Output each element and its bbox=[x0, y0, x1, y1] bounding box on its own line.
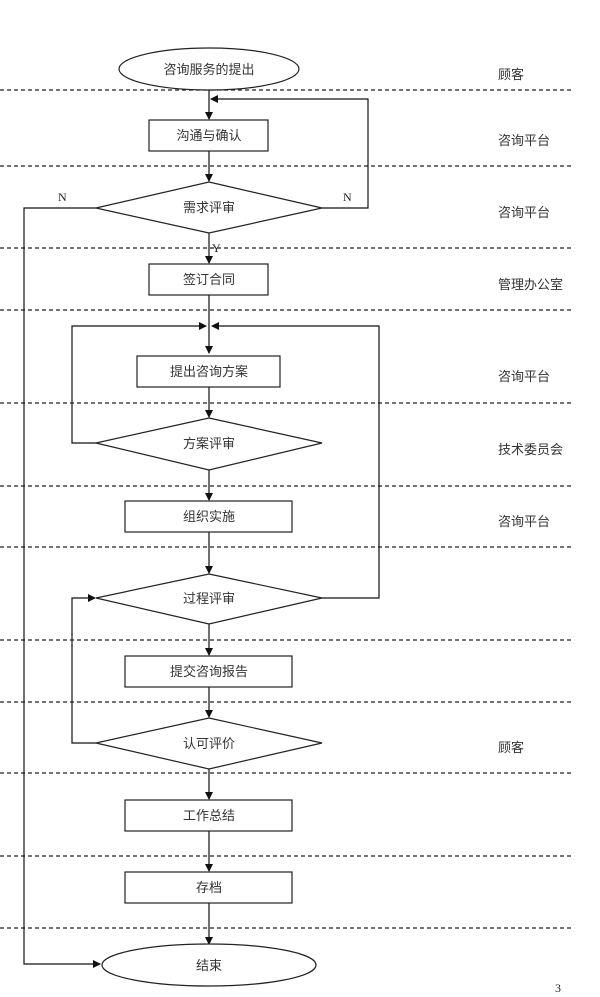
archive-label: 存档 bbox=[196, 881, 222, 896]
propose-node bbox=[136, 355, 281, 388]
edge-plan-review-loop bbox=[71, 322, 207, 444]
edge-req-review-no-loop bbox=[210, 95, 369, 209]
lane-label: 咨询平台 bbox=[498, 134, 550, 149]
lane-label: 咨询平台 bbox=[498, 206, 550, 221]
accept-label: 认可评价 bbox=[183, 737, 235, 752]
lane-separators bbox=[0, 89, 572, 929]
req-review-node bbox=[95, 181, 323, 234]
communicate-node bbox=[148, 119, 269, 152]
plan-review-node bbox=[95, 417, 323, 471]
lane-label: 咨询平台 bbox=[498, 370, 550, 385]
lane-label: 管理办公室 bbox=[498, 277, 563, 293]
archive-node bbox=[124, 871, 293, 904]
propose-label: 提出咨询方案 bbox=[170, 364, 248, 380]
communicate-label: 沟通与确认 bbox=[176, 129, 241, 144]
edge-req-review-no-end bbox=[23, 207, 101, 968]
process-review-label: 过程评审 bbox=[183, 592, 235, 607]
req-review-label: 需求评审 bbox=[183, 201, 235, 216]
end-node bbox=[101, 943, 317, 987]
summary-label: 工作总结 bbox=[183, 809, 235, 824]
edge-accept-loop bbox=[71, 594, 96, 744]
edge-label-no-left: N bbox=[58, 190, 67, 204]
implement-label: 组织实施 bbox=[183, 510, 235, 525]
lane-label: 顾客 bbox=[498, 740, 524, 756]
lane-label: 技术委员会 bbox=[498, 443, 563, 458]
edge-process-review-loop bbox=[211, 322, 380, 599]
process-review-node bbox=[95, 573, 323, 625]
lane-label: 顾客 bbox=[498, 67, 524, 83]
page-number: 3 bbox=[555, 981, 561, 995]
plan-review-label: 方案评审 bbox=[183, 436, 235, 452]
start-node bbox=[118, 47, 300, 91]
report-label: 提交咨询报告 bbox=[170, 664, 248, 680]
sign-label: 签订合同 bbox=[183, 272, 235, 288]
lane-label: 咨询平台 bbox=[498, 515, 550, 530]
report-node bbox=[124, 655, 293, 688]
edge-label-no-right: N bbox=[343, 190, 352, 204]
accept-node bbox=[95, 717, 323, 770]
summary-node bbox=[124, 799, 293, 832]
end-label: 结束 bbox=[196, 959, 222, 974]
sign-node bbox=[148, 263, 269, 296]
implement-node bbox=[124, 500, 293, 533]
start-label: 咨询服务的提出 bbox=[163, 62, 254, 78]
edge-label-yes: Y bbox=[212, 241, 221, 255]
